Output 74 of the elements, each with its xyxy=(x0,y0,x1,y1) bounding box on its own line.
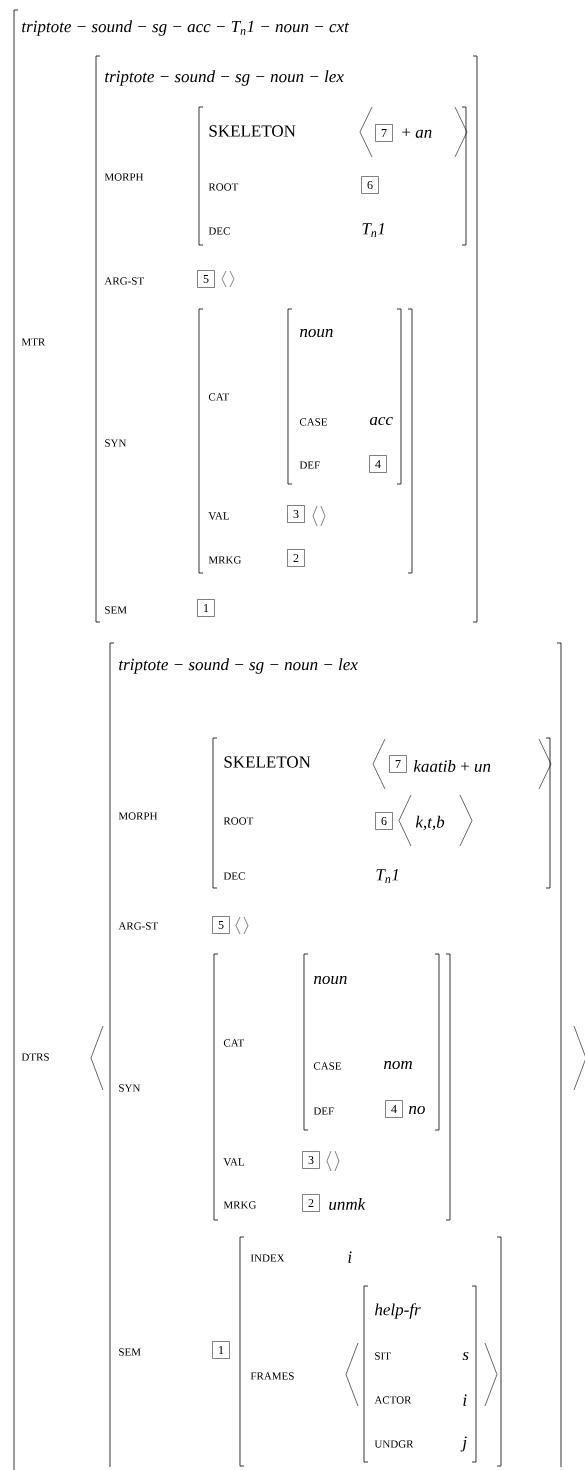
tag-box: 4 xyxy=(385,1100,403,1118)
value-text: + an xyxy=(402,128,432,138)
feature-label: ROOT xyxy=(208,183,239,191)
feature-label: SEM xyxy=(119,1348,141,1356)
value-text: triptote − sound − sg − noun − lex xyxy=(105,70,344,86)
tag-box: 6 xyxy=(361,176,379,194)
feature-label: DEC xyxy=(208,227,230,235)
feature-label: CASE xyxy=(313,1062,341,1070)
feature-label: SYN xyxy=(105,439,127,447)
avm-matrix xyxy=(363,1285,477,1463)
feature-label: ACTOR xyxy=(374,1396,412,1404)
feature-label: INDEX xyxy=(250,1254,285,1262)
tag-box: 7 xyxy=(389,755,407,773)
tag-box: 7 xyxy=(375,124,393,142)
value-text: triptote − sound − sg − acc − T$_{n}$1 − noun − cxt xyxy=(22,20,350,36)
feature-label: MTR xyxy=(21,338,46,346)
feature-label: MRKG xyxy=(208,556,242,564)
avm-matrix xyxy=(287,308,402,485)
tag-box: 5 xyxy=(197,270,215,288)
avm-matrix xyxy=(303,953,440,1131)
avm-matrix xyxy=(198,308,413,574)
feature-label: DEC xyxy=(223,872,245,880)
tag-box: 1 xyxy=(197,599,215,617)
value-text: unmk xyxy=(329,1198,366,1210)
feature-label: DTRS xyxy=(21,1053,49,1061)
feature-label: MORPH xyxy=(104,173,144,181)
feature-label: UNDGR xyxy=(374,1440,414,1448)
feature-label: MRKG xyxy=(223,1201,257,1209)
feature-label: DEF xyxy=(313,1107,334,1115)
value-text: no xyxy=(409,1105,425,1115)
tag-box: 1 xyxy=(212,1341,230,1359)
value-text: k,t,b xyxy=(415,815,445,831)
tag-box: 4 xyxy=(369,455,387,473)
feature-label: SYN xyxy=(119,1084,141,1092)
feature-label: ARG-ST xyxy=(118,922,158,930)
feature-label: CASE xyxy=(299,418,327,426)
tag-box: 5 xyxy=(212,916,230,934)
tag-box: 2 xyxy=(302,1194,320,1212)
tag-box: 2 xyxy=(287,549,305,567)
feature-label: ARG-ST xyxy=(104,277,144,285)
feature-label: DEF xyxy=(299,461,320,469)
feature-label: CAT xyxy=(223,1039,244,1047)
feature-label: CAT xyxy=(208,393,229,401)
feature-label: VAL xyxy=(208,512,229,520)
avm-matrix xyxy=(212,737,551,889)
tag-box: 3 xyxy=(302,1151,320,1169)
avm-matrix xyxy=(239,1236,502,1467)
feature-label: SIT xyxy=(375,1352,391,1360)
value-text: i xyxy=(463,1394,467,1406)
feature-label: SEM xyxy=(105,606,127,614)
feature-label: ROOT xyxy=(223,817,254,825)
value-text: SKELETON xyxy=(224,756,311,768)
value-text: j xyxy=(460,1436,467,1452)
feature-label: FRAMES xyxy=(250,1372,294,1380)
value-text: acc xyxy=(369,416,393,426)
value-text: triptote − sound − sg − noun − lex xyxy=(119,658,358,674)
tag-box: 3 xyxy=(287,505,305,523)
value-text: s xyxy=(462,1351,469,1361)
value-text: i xyxy=(348,1251,352,1263)
avm-matrix xyxy=(109,642,562,1468)
value-text: noun xyxy=(300,328,333,338)
value-text: T$_{n}$1 xyxy=(362,223,384,237)
feature-label: VAL xyxy=(223,1158,244,1166)
value-text: T$_{n}$1 xyxy=(376,869,398,883)
value-text: help-fr xyxy=(375,1303,421,1319)
feature-label: MORPH xyxy=(118,812,158,820)
value-text: noun xyxy=(314,975,347,985)
avm-matrix xyxy=(213,953,451,1221)
avm-matrix xyxy=(198,106,467,246)
tag-box: 6 xyxy=(375,812,393,830)
avm-matrix xyxy=(95,55,478,623)
value-text: SKELETON xyxy=(209,125,296,137)
value-text: nom xyxy=(384,1060,412,1070)
value-text: kaatib + un xyxy=(413,760,491,772)
